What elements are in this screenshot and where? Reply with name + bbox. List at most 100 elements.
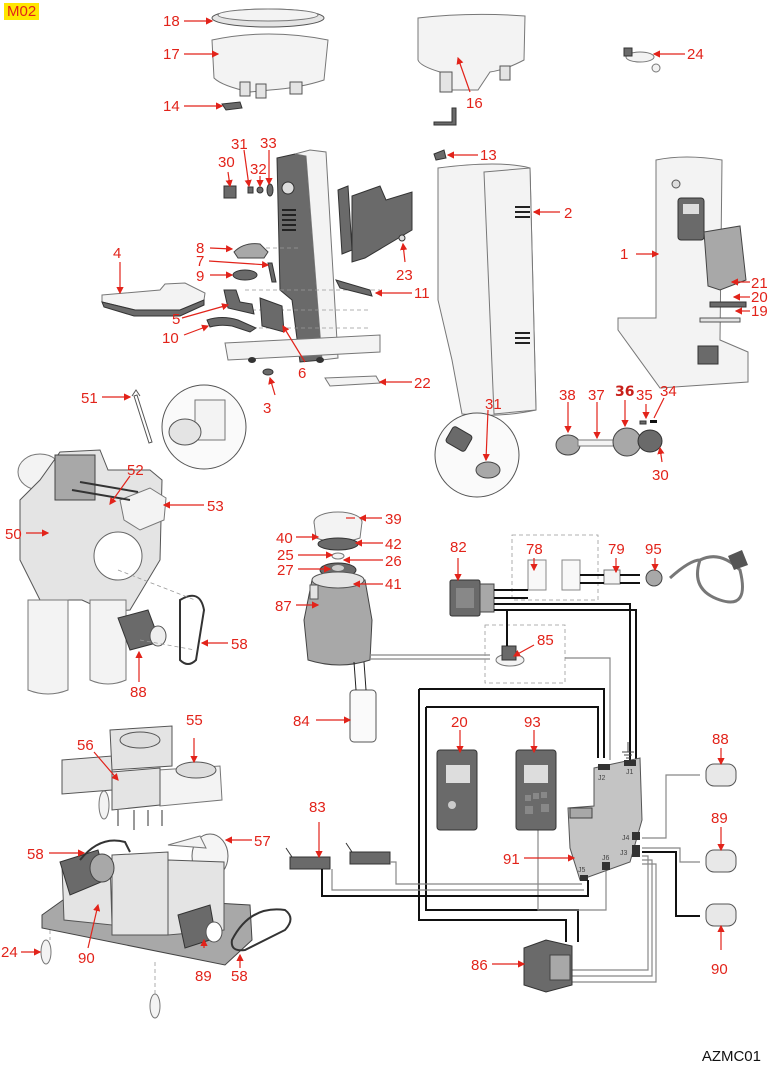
callout-79: 79 <box>608 541 625 558</box>
power-cord <box>668 550 748 604</box>
connector-j6: J6 <box>602 855 610 862</box>
callout-8: 8 <box>196 240 204 257</box>
callout-22: 22 <box>414 375 431 392</box>
callout-24-top: 24 <box>687 46 704 63</box>
control-board-91: J2 J1 J4 J3 J6 J5 <box>567 757 643 881</box>
thermostat-box <box>484 624 566 684</box>
callout-86: 86 <box>471 957 488 974</box>
callout-31-top: 31 <box>231 136 248 153</box>
section-badge: M02 <box>4 3 40 20</box>
callout-4: 4 <box>113 245 121 262</box>
callout-50: 50 <box>5 526 22 543</box>
callout-85: 85 <box>537 632 554 649</box>
part-7 <box>267 262 277 283</box>
callout-58-left: 58 <box>231 636 248 653</box>
callout-90-right: 90 <box>711 961 728 978</box>
motor-wires <box>560 774 700 983</box>
callout-7: 7 <box>196 253 204 270</box>
connector-j2: J2 <box>598 775 606 782</box>
clip-24-bottom <box>40 939 161 1019</box>
connector-j1: J1 <box>626 769 634 776</box>
callout-55: 55 <box>186 712 203 729</box>
callout-20-top: 20 <box>751 289 768 306</box>
drawing-code: AZMC01 <box>701 1048 761 1065</box>
callout-20-panel: 20 <box>451 714 468 731</box>
callout-36: 36 <box>615 384 634 400</box>
connector-j4: J4 <box>622 835 630 842</box>
callout-38: 38 <box>559 387 576 404</box>
callout-37: 37 <box>588 387 605 404</box>
callout-31-detail: 31 <box>485 396 502 413</box>
strain-relief-95 <box>645 569 663 587</box>
callout-30-detail: 30 <box>652 467 669 484</box>
callout-9: 9 <box>196 268 204 285</box>
filter-box <box>511 534 599 601</box>
callout-33: 33 <box>260 135 277 152</box>
microswitches-83 <box>285 842 589 897</box>
power-switch-82 <box>449 579 495 617</box>
callout-56: 56 <box>77 737 94 754</box>
control-wires <box>418 657 611 942</box>
callout-32: 32 <box>250 161 267 178</box>
callout-91: 91 <box>503 851 520 868</box>
capacitor-84 <box>349 661 377 743</box>
callout-5: 5 <box>172 311 180 328</box>
callout-21: 21 <box>751 275 768 292</box>
callout-35: 35 <box>636 387 653 404</box>
callout-84: 84 <box>293 713 310 730</box>
callout-27: 27 <box>277 562 294 579</box>
hopper-lid <box>211 8 325 28</box>
callout-40: 40 <box>276 530 293 547</box>
callout-1: 1 <box>620 246 628 263</box>
callout-3: 3 <box>263 400 271 417</box>
callout-2: 2 <box>564 205 572 222</box>
display-panel-20 <box>436 749 478 831</box>
part-22 <box>324 375 381 387</box>
callout-25: 25 <box>277 547 294 564</box>
hopper <box>211 33 329 99</box>
callout-24-base: 24 <box>1 944 18 961</box>
callout-93: 93 <box>524 714 541 731</box>
clip-part-24 <box>623 47 661 73</box>
dual-hopper <box>417 13 526 126</box>
connector-j3: J3 <box>620 850 628 857</box>
callout-58-right: 58 <box>231 968 248 985</box>
inner-frame <box>337 185 413 263</box>
brush-51 <box>131 389 153 444</box>
ground-symbol <box>622 742 634 759</box>
callout-6: 6 <box>298 365 306 382</box>
callout-57: 57 <box>254 833 271 850</box>
callout-14: 14 <box>163 98 180 115</box>
callout-23: 23 <box>396 267 413 284</box>
callout-30-top: 30 <box>218 154 235 171</box>
side-cover <box>437 163 537 416</box>
callout-52: 52 <box>127 462 144 479</box>
connector-79 <box>603 569 621 585</box>
callout-39: 39 <box>385 511 402 528</box>
callout-89-base: 89 <box>195 968 212 985</box>
callout-90-base: 90 <box>78 950 95 967</box>
part-6 <box>259 297 285 333</box>
callout-10: 10 <box>162 330 179 347</box>
part-5 <box>223 289 255 315</box>
callout-58-top: 58 <box>27 846 44 863</box>
grinder-body <box>17 449 167 695</box>
callout-87: 87 <box>275 598 292 615</box>
callout-17: 17 <box>163 46 180 63</box>
filter-78 <box>527 559 581 591</box>
power-wires <box>494 574 640 760</box>
transformer-86 <box>523 939 573 993</box>
callout-82: 82 <box>450 539 467 556</box>
detail-circle-chute <box>161 384 247 470</box>
thermal-cutout-85 <box>495 610 525 667</box>
grinder-housing-top <box>61 725 223 830</box>
belt-58-right <box>230 908 292 952</box>
foot-3 <box>262 368 274 376</box>
callout-95: 95 <box>645 541 662 558</box>
callout-11: 11 <box>414 285 430 302</box>
hopper-gate <box>221 101 243 111</box>
callout-53: 53 <box>207 498 224 515</box>
display-panel-93 <box>515 749 557 831</box>
callout-89-right: 89 <box>711 810 728 827</box>
knob-shaft-assembly <box>555 420 663 457</box>
